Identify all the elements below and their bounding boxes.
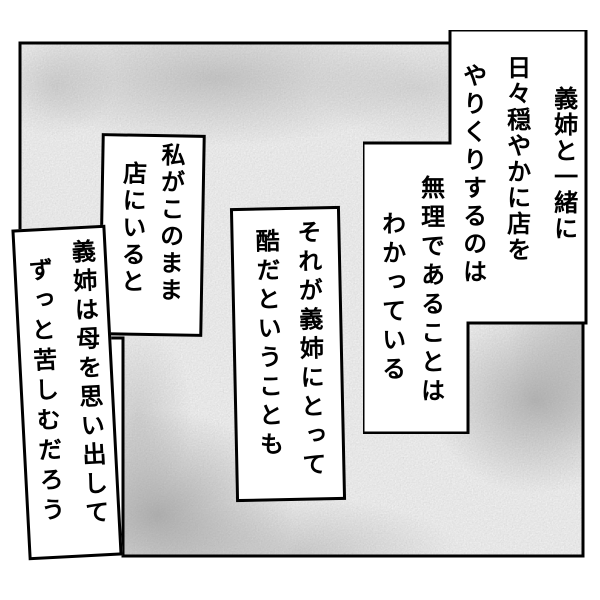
text-column: 無理であることは	[416, 175, 444, 407]
text-column: それが義姉にとって	[292, 219, 326, 481]
narration-box-if-i-stay: 私がこのまま 店にいると	[98, 133, 206, 337]
narration-box-running-store-impossible: 義姉と一緒に 日々穏やかに店を やりくりするのは 無理であることは わかっている	[363, 30, 588, 434]
text-column: 酷だということも	[250, 228, 283, 461]
text-column: 義姉は母を思い出して	[66, 238, 109, 530]
text-column: ずっと苦しむだろう	[23, 256, 65, 528]
text-column: 義姉と一緒に	[549, 86, 577, 242]
text-column: 私がこのまま	[154, 142, 185, 305]
text-column: やりくりするのは	[458, 63, 486, 287]
text-column: 日々穏やかに店を	[502, 55, 530, 263]
narration-box-cruel: それが義姉にとって 酷だということも	[229, 205, 347, 503]
compound-box-outline	[363, 30, 588, 434]
text-column: わかっている	[377, 211, 405, 385]
narration-box-suffering: 義姉は母を思い出して ずっと苦しむだろう	[11, 224, 123, 561]
text-column: 店にいると	[116, 160, 146, 296]
